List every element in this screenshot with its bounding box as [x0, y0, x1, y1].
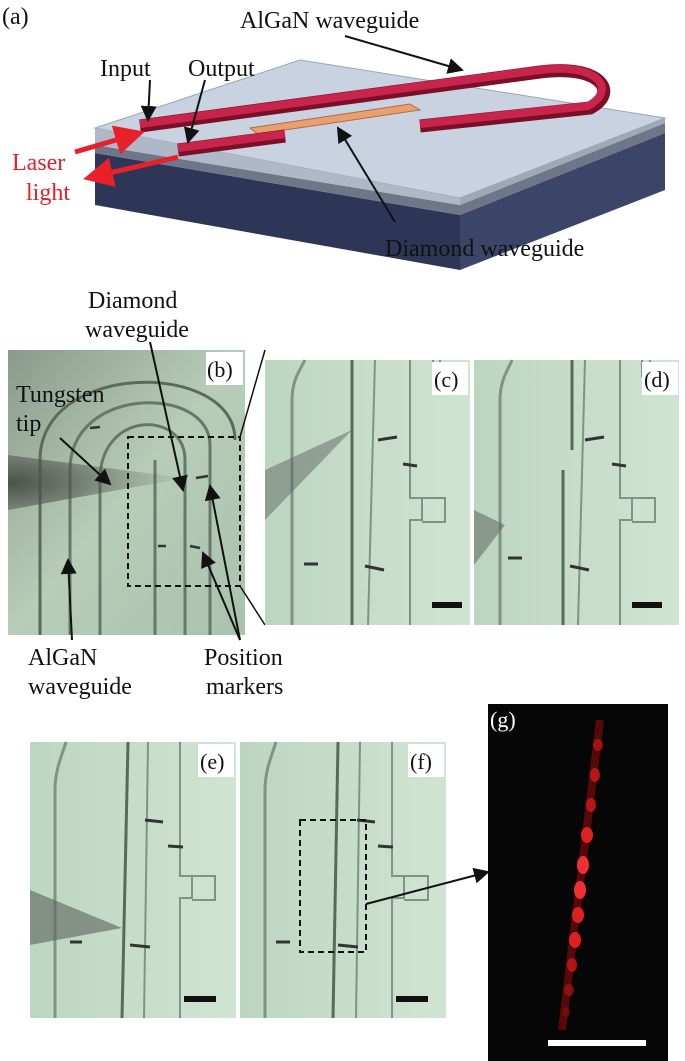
algan-waveguide-label: AlGaN waveguide	[240, 8, 419, 34]
panel-d-micrograph: (d)	[474, 359, 679, 626]
algan-label-line1: AlGaN	[28, 645, 97, 671]
red-emission-line	[558, 719, 604, 1031]
laser-light-label-line1: Laser	[12, 150, 65, 176]
scale-bar-f	[396, 996, 428, 1002]
diamond-waveguide-shape	[248, 103, 422, 135]
substrate-side	[95, 153, 460, 270]
scale-bar-c	[432, 602, 462, 608]
panel-a-schematic: (a) AlGaN waveguide Input Output Laser l…	[2, 4, 667, 270]
panel-c-micrograph: (c)	[265, 359, 470, 626]
markers-label-line2: markers	[206, 674, 283, 700]
algan-label-line2: waveguide	[28, 674, 132, 700]
scale-bar-g	[548, 1040, 646, 1046]
panel-f-label: (f)	[410, 749, 432, 774]
tungsten-label-line2: tip	[16, 411, 41, 437]
diamond-label-line1: Diamond	[88, 288, 177, 314]
panel-g-fluorescence: (g)	[488, 704, 668, 1061]
panel-a-label: (a)	[2, 4, 29, 30]
scale-bar-d	[632, 602, 662, 608]
panel-b-label: (b)	[207, 357, 233, 382]
diamond-label-line2: waveguide	[85, 317, 189, 343]
laser-input-arrow	[74, 125, 145, 155]
panel-d-label: (d)	[644, 367, 670, 392]
scale-bar-e	[184, 996, 216, 1002]
panel-c-label: (c)	[434, 367, 458, 392]
laser-light-label-line2: light	[26, 180, 70, 206]
panel-e-micrograph: (e)	[30, 741, 236, 1019]
input-label: Input	[100, 56, 151, 82]
laser-output-arrow	[83, 154, 179, 187]
panel-b-micrograph: (b)	[8, 350, 245, 635]
panel-g-label: (g)	[490, 707, 516, 732]
panel-f-micrograph: (f)	[240, 741, 446, 1019]
tungsten-label-line1: Tungsten	[16, 382, 104, 408]
output-label: Output	[188, 56, 255, 82]
substrate-front	[460, 133, 665, 270]
markers-label-line1: Position	[204, 645, 283, 671]
panel-e-label: (e)	[200, 749, 224, 774]
diamond-waveguide-label: Diamond waveguide	[385, 236, 584, 262]
